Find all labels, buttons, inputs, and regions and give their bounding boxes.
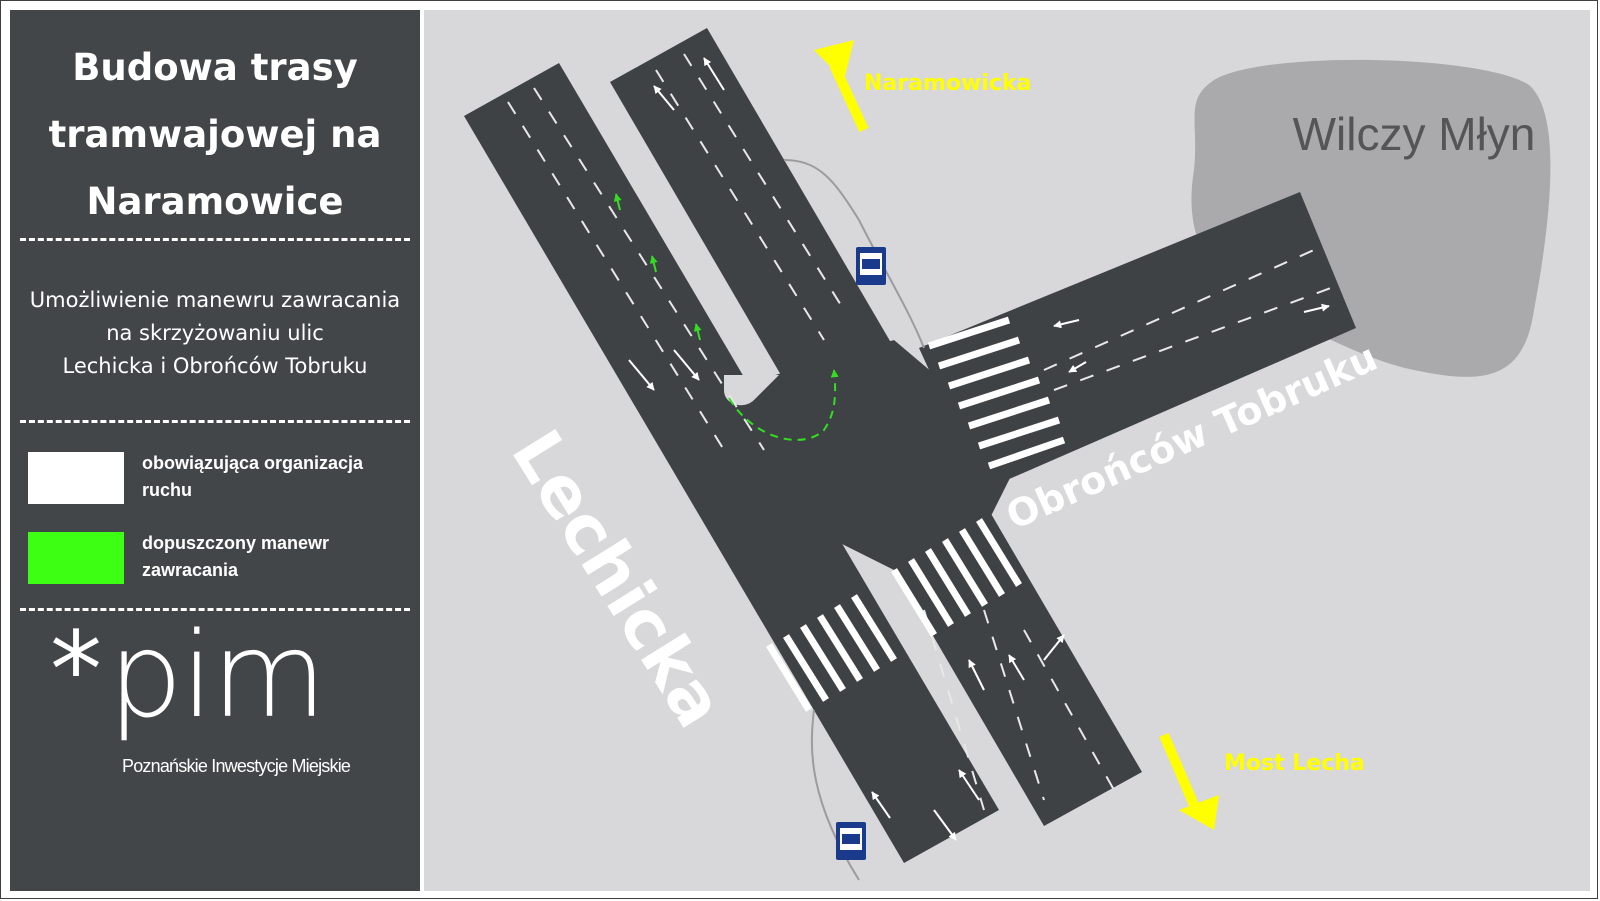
description-line: na skrzyżowaniu ulic: [106, 321, 324, 345]
legend-label: obowiązująca organizacja ruchu: [142, 453, 364, 500]
legend-swatch-white: [28, 452, 124, 504]
crosswalk-east: [927, 316, 1066, 470]
divider: [20, 608, 410, 611]
legend-panel: Budowa trasy tramwajowej na Naramowice U…: [10, 10, 420, 891]
legend-item-current: obowiązująca organizacja ruchu: [28, 450, 408, 506]
legend-label: dopuszczony manewr zawracania: [142, 533, 330, 580]
uturn-path: [728, 369, 839, 441]
title-line: Budowa trasy: [72, 46, 358, 89]
bus-stop-icon: [836, 822, 866, 860]
direction-label-south: Most Lecha: [1224, 751, 1365, 776]
obroncow-tobruku-road: [919, 192, 1356, 490]
direction-label-north: Naramowicka: [864, 71, 1031, 96]
legend-item-uturn: dopuszczony manewr zawracania: [28, 530, 408, 586]
panel-title: Budowa trasy tramwajowej na Naramowice: [10, 34, 420, 235]
crosswalk-south-west: [766, 594, 897, 712]
footpath-north: [783, 159, 925, 349]
description-line: Lechicka i Obrońców Tobruku: [62, 354, 368, 378]
median-north: [724, 375, 779, 406]
area-label: Wilczy Młyn: [1293, 108, 1536, 160]
title-line: tramwajowej na: [48, 113, 382, 156]
uturn-arrows: [613, 193, 702, 341]
bus-stop-icon: [856, 247, 886, 285]
crosswalk-south-east: [891, 518, 1022, 637]
description-line: Umożliwienie manewru zawracania: [29, 288, 401, 312]
title-line: Naramowice: [86, 180, 344, 223]
arrow-naramowicka-icon: [814, 40, 869, 133]
divider: [20, 420, 410, 423]
pim-logo: * pim Poznańskie Inwestycje Miejskie: [50, 616, 390, 790]
logo-star: *: [50, 609, 102, 731]
lechicka-carriageway-west: [464, 63, 999, 863]
intersection-map: Wilczy Młyn: [424, 10, 1590, 891]
lane-arrows: [628, 57, 1330, 841]
arrow-most-lecha-icon: [1159, 733, 1219, 830]
lane-markings: [507, 53, 1340, 811]
logo-subtitle: Poznańskie Inwestycje Miejskie: [122, 756, 351, 776]
legend-swatch-green: [28, 532, 124, 584]
divider: [20, 238, 410, 241]
panel-description: Umożliwienie manewru zawracania na skrzy…: [10, 284, 420, 383]
logo-word: pim: [108, 606, 327, 744]
